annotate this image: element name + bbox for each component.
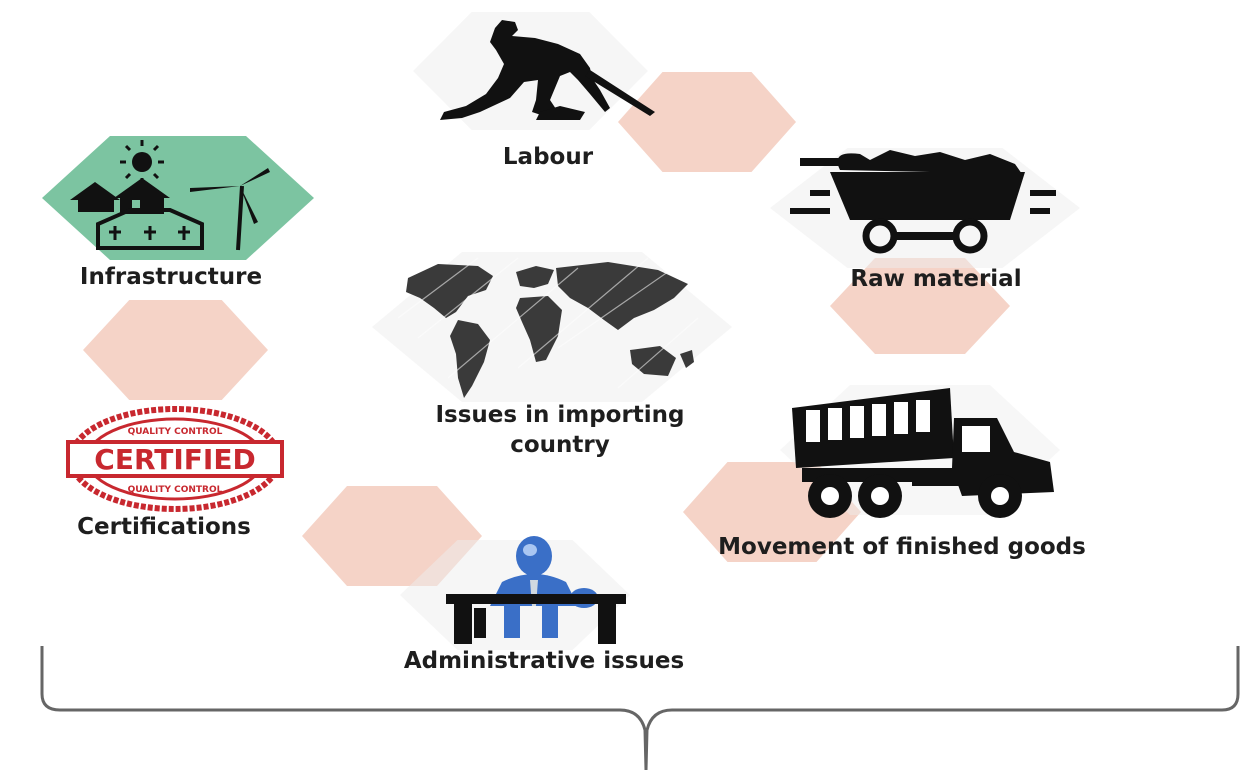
label-certifications: Certifications [77,514,251,540]
stamp-ring-bottom-text: QUALITY CONTROL [128,485,223,495]
certified-stamp-icon: CERTIFIED QUALITY CONTROL QUALITY CONTRO… [66,406,284,512]
bottom-brace [40,646,1240,771]
label-infrastructure: Infrastructure [79,264,263,290]
connector-hex-right [830,258,1010,354]
label-labour: Labour [502,144,594,170]
connector-hex-top-right [618,72,796,172]
farm-wind-turbine-icon [70,140,270,251]
stamp-main-text: CERTIFIED [94,443,255,476]
label-center-line2: country [510,432,610,458]
world-map-icon [397,257,699,398]
dump-truck-icon [792,388,1054,518]
label-administrative-issues: Administrative issues [403,648,685,674]
office-worker-icon [446,536,626,644]
labourer-icon [440,20,655,120]
label-center-line1: Issues in importing [435,402,685,428]
label-movement-of-finished-goods: Movement of finished goods [718,534,1086,560]
stamp-ring-top-text: QUALITY CONTROL [128,427,223,437]
mine-cart-icon [790,150,1056,254]
label-raw-material: Raw material [850,266,1022,292]
connector-hex-left [83,300,268,400]
